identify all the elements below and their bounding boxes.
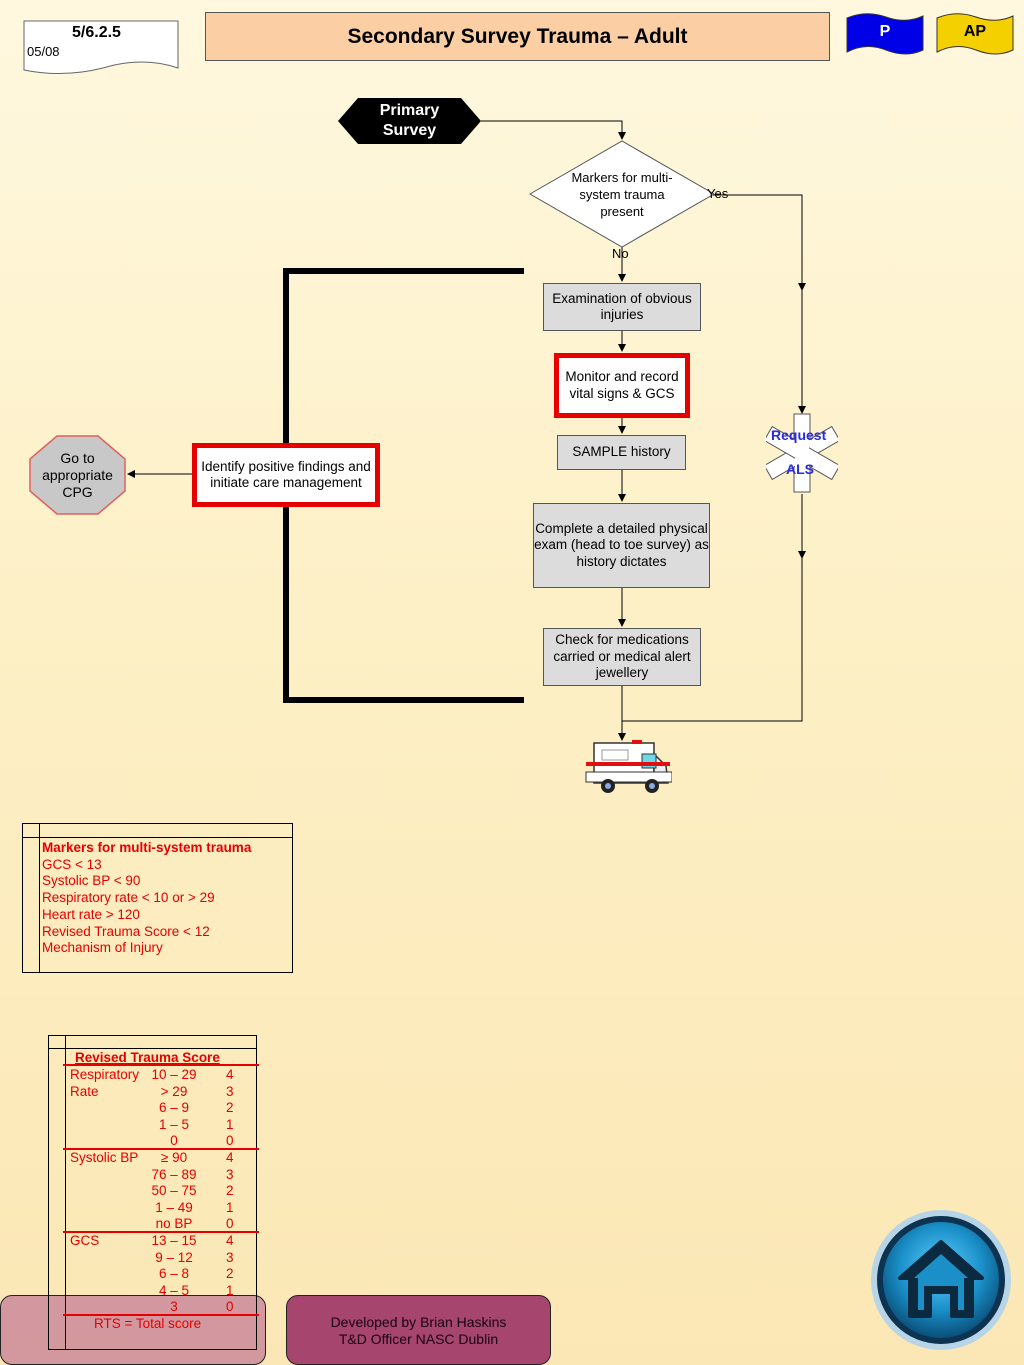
rts-row-range: 13 – 15	[151, 1233, 197, 1248]
rts-row-label: GCS	[70, 1233, 100, 1248]
rts-row-score: 2	[226, 1266, 234, 1282]
rts-row-label: Rate	[70, 1083, 99, 1099]
rts-row-range: 1 – 49	[155, 1199, 193, 1215]
yes-label: Yes	[707, 186, 729, 201]
markers-legend-item: Systolic BP < 90	[42, 873, 141, 889]
markers-decision: Markers for multi-system trauma present	[571, 169, 673, 219]
star-of-life-icon	[766, 412, 838, 494]
practitioner-level-flag-ap: AP	[936, 12, 1014, 56]
ambulance-icon	[584, 738, 673, 798]
rts-row-score: 0	[226, 1216, 234, 1232]
cpg-code: 5/6.2.5	[72, 24, 121, 41]
rts-row-score: 2	[226, 1100, 234, 1116]
footer-credit: Developed by Brian Haskins T&D Officer N…	[286, 1295, 551, 1365]
rts-row-range: 0	[170, 1133, 178, 1149]
rts-row-range: 6 – 8	[158, 1266, 190, 1282]
markers-legend-item: GCS < 13	[42, 856, 102, 872]
monitor-vitals-node: Monitor and record vital signs & GCS	[554, 353, 690, 418]
rts-row-score: 4	[226, 1067, 234, 1082]
request-label: Request	[771, 427, 827, 443]
rts-row-range: no BP	[155, 1216, 193, 1232]
rts-row-range: 9 – 12	[155, 1249, 193, 1265]
footer-panel-left	[0, 1295, 266, 1365]
markers-legend-item: Respiratory rate < 10 or > 29	[42, 890, 215, 906]
revised-trauma-score-table: Revised Trauma Score RTS = Total score R…	[48, 1035, 259, 1350]
rts-row-score: 1	[226, 1199, 234, 1215]
no-label: No	[612, 246, 629, 261]
als-label: ALS	[786, 461, 814, 477]
primary-survey-line1: Primary	[379, 102, 440, 119]
examination-node: Examination of obvious injuries	[543, 283, 701, 331]
markers-legend-item: Revised Trauma Score < 12	[42, 923, 210, 939]
rts-row-range: 3	[170, 1299, 178, 1315]
rts-row-score: 3	[226, 1083, 234, 1099]
rts-total: RTS = Total score	[94, 1316, 202, 1331]
flag-ap-label: AP	[963, 23, 987, 40]
rts-row-score: 1	[226, 1116, 234, 1132]
identify-findings-node: Identify positive findings and initiate …	[192, 443, 380, 507]
rts-row-score: 0	[226, 1299, 234, 1315]
rts-row-score: 3	[226, 1249, 234, 1265]
rts-row-score: 3	[226, 1166, 234, 1182]
rts-row-score: 0	[226, 1133, 234, 1149]
cpg-date: 05/08	[27, 44, 60, 59]
page-title: Secondary Survey Trauma – Adult	[205, 12, 830, 61]
rts-row-score: 4	[226, 1150, 234, 1165]
primary-survey-line2: Survey	[382, 122, 437, 139]
home-button[interactable]	[868, 1206, 1014, 1356]
sample-history-node: SAMPLE history	[557, 435, 686, 470]
practitioner-level-flag-p: P	[846, 12, 924, 56]
credit-line-1: Developed by Brian Haskins	[330, 1314, 507, 1330]
markers-legend-title: Markers for multi-system trauma	[42, 840, 252, 855]
rts-row-range: 6 – 9	[158, 1100, 190, 1116]
rts-row-score: 2	[226, 1183, 234, 1199]
rts-row-range: 10 – 29	[151, 1067, 197, 1082]
detailed-exam-node: Complete a detailed physical exam (head …	[533, 503, 710, 588]
home-icon	[871, 1210, 1011, 1350]
flag-p-label: P	[879, 23, 891, 40]
rts-row-label: Respiratory	[70, 1067, 140, 1082]
flowchart-connectors	[127, 120, 806, 741]
cpg-code-tag	[23, 20, 179, 78]
rts-row-score: 4	[226, 1233, 234, 1248]
rts-row-range: 76 – 89	[151, 1166, 197, 1182]
rts-row-range: 50 – 75	[151, 1183, 197, 1199]
rts-title: Revised Trauma Score	[75, 1050, 220, 1065]
markers-legend-box: Markers for multi-system trauma GCS < 13…	[22, 823, 293, 973]
rts-row-label: Systolic BP	[70, 1150, 139, 1165]
goto-cpg-node: Go to appropriate CPG	[29, 435, 126, 515]
rts-row-range: 1 – 5	[158, 1116, 190, 1132]
rts-row-score: 1	[226, 1282, 234, 1298]
goto-cpg-label: Go to appropriate CPG	[42, 449, 113, 500]
markers-legend-item: Mechanism of Injury	[42, 940, 163, 956]
credit-line-2: T&D Officer NASC Dublin	[338, 1331, 499, 1347]
rts-row-range: > 29	[160, 1083, 188, 1099]
markers-legend-item: Heart rate > 120	[42, 906, 140, 922]
check-medications-node: Check for medications carried or medical…	[543, 628, 701, 686]
rts-row-range: ≥ 90	[160, 1150, 188, 1165]
rts-row-range: 4 – 5	[158, 1282, 190, 1298]
